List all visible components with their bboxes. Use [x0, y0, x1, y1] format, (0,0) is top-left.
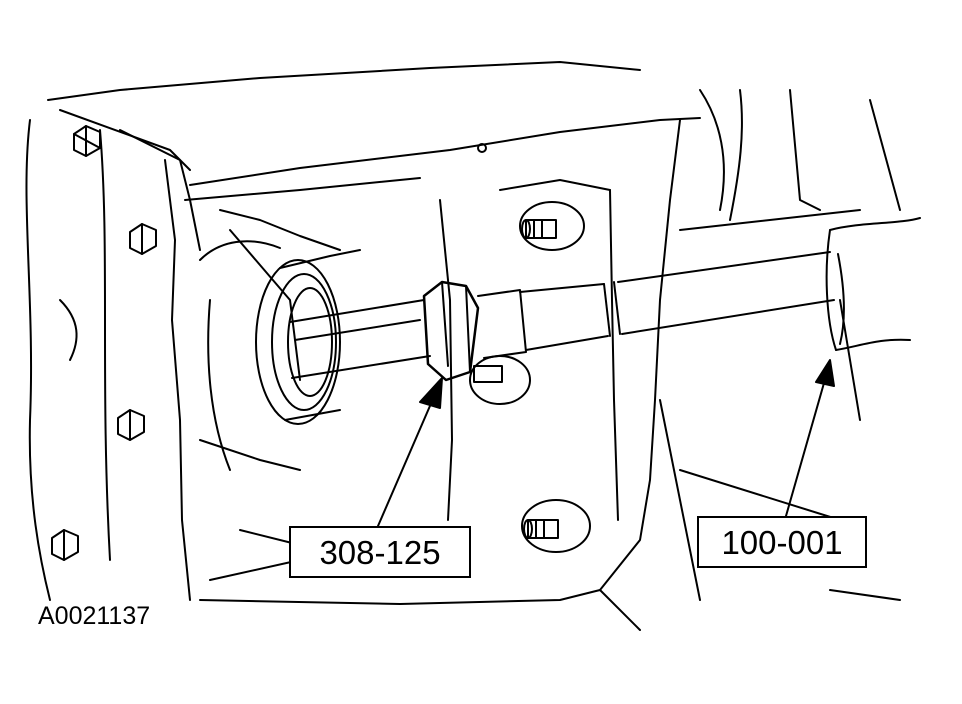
stud-icon — [469, 355, 531, 405]
leader-line-308-125 — [377, 391, 437, 527]
callout-100-001: 100-001 — [697, 516, 867, 568]
bolt-icon — [129, 223, 157, 255]
slide-hammer — [519, 217, 921, 351]
seal-remover-tool — [289, 280, 527, 382]
arrowhead-icon — [815, 359, 835, 387]
callout-label: 100-001 — [721, 523, 843, 561]
stud-icon — [521, 499, 591, 553]
transmission-housing — [25, 61, 701, 631]
figure-id: A0021137 — [38, 602, 151, 630]
mounting-studs — [469, 201, 591, 553]
leader-lines — [377, 359, 835, 527]
bolt-icon — [117, 409, 145, 441]
flange-bolts — [51, 125, 157, 561]
callout-label: 308-125 — [319, 533, 441, 571]
leader-line-100-001 — [785, 375, 827, 517]
background-wiring — [659, 89, 901, 601]
bolt-icon — [51, 529, 79, 561]
extension-housing — [199, 240, 361, 471]
callout-308-125: 308-125 — [289, 526, 471, 578]
bolt-icon — [73, 125, 101, 157]
stud-icon — [519, 201, 585, 251]
arrowhead-icon — [419, 377, 443, 409]
